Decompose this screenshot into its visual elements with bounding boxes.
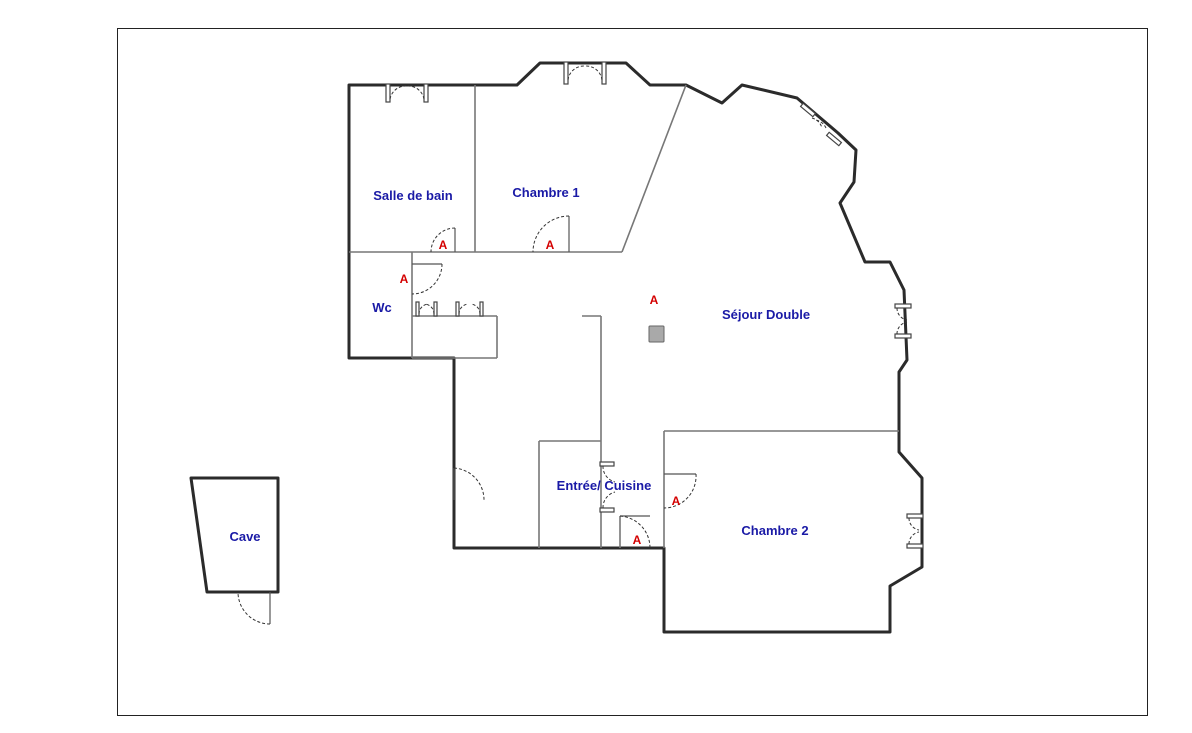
window-entree <box>599 461 616 513</box>
room-label-entree-cuisine: Entrée/ Cuisine <box>557 478 652 493</box>
door-cave <box>237 591 271 625</box>
room-label-cave: Cave <box>229 529 260 544</box>
marker-a: A <box>439 238 448 252</box>
marker-a: A <box>672 494 681 508</box>
window-sejour-right <box>894 303 912 339</box>
window-wc-cabinets <box>415 301 484 317</box>
door-entree <box>619 515 651 549</box>
window-sejour-top <box>799 102 843 147</box>
window-chambre-1 <box>563 61 607 85</box>
door-wc <box>411 263 443 295</box>
room-label-chambre-1: Chambre 1 <box>512 185 579 200</box>
pillar <box>648 325 665 343</box>
exterior-wall <box>347 61 924 634</box>
marker-a: A <box>650 293 659 307</box>
room-label-salle-de-bain: Salle de bain <box>373 188 453 203</box>
door-chambre-2 <box>663 473 697 509</box>
marker-a: A <box>633 533 642 547</box>
room-label-chambre-2: Chambre 2 <box>741 523 808 538</box>
door-hall <box>453 467 485 501</box>
room-label-wc: Wc <box>372 300 392 315</box>
window-salle-de-bain <box>385 83 429 103</box>
marker-a: A <box>546 238 555 252</box>
door-chambre-1 <box>532 215 570 253</box>
window-chambre-2 <box>906 513 924 549</box>
marker-a: A <box>400 272 409 286</box>
cave-wall <box>189 476 280 594</box>
plan-frame <box>117 28 1148 716</box>
room-label-sejour-double: Séjour Double <box>722 307 810 322</box>
door-salle-de-bain <box>430 227 456 253</box>
